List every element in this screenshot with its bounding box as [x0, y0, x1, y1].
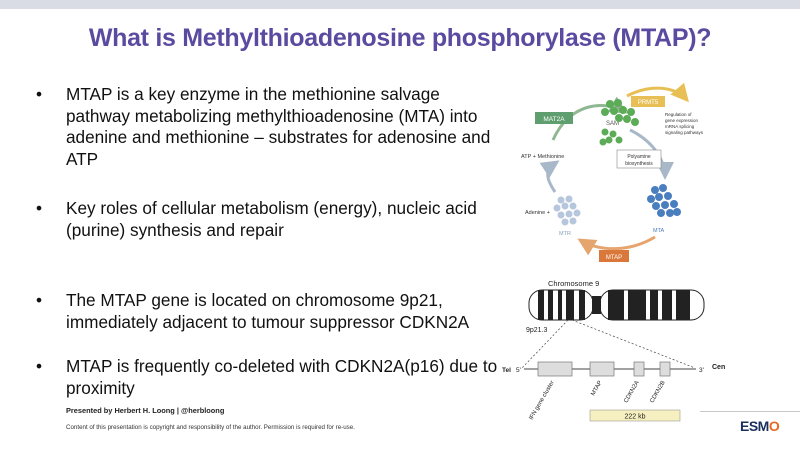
- mtr-label: MTR: [559, 231, 571, 237]
- mat2a-label: MAT2A: [543, 116, 565, 123]
- mta-label: MTA: [653, 228, 665, 234]
- regulation-line-2: gene expression: [665, 118, 699, 123]
- band-label: 9p21.3: [526, 327, 548, 334]
- atp-methionine-label: ATP + Methionine: [521, 154, 564, 160]
- gene-cdkn2b-block: [659, 361, 671, 377]
- gene-ifn-label: IFN gene cluster: [529, 380, 556, 421]
- mtap-enzyme-label: MTAP: [606, 255, 622, 261]
- esmo-logo-accent: O: [768, 418, 780, 434]
- bullet-text: MTAP is a key enzyme in the methionine s…: [66, 84, 491, 169]
- gene-cdkn2a-block: [633, 361, 645, 377]
- mtap-box: [599, 250, 629, 262]
- mtr-molecule-cluster: [553, 195, 581, 226]
- bullet-item: • The MTAP gene is located on chromosome…: [34, 290, 504, 333]
- esmo-logo: ESMO: [740, 418, 780, 434]
- gene-cdkn2a-label: CDKN2A: [623, 380, 640, 404]
- zoom-line-right: [571, 319, 696, 369]
- cycle-arc-left: [539, 160, 560, 193]
- tel-label: Tel: [502, 367, 511, 374]
- five-prime-label: 5': [516, 367, 521, 374]
- esmo-logo-main: ESM: [740, 418, 769, 434]
- top-bar: [0, 0, 800, 9]
- bullet-dot: •: [36, 290, 43, 310]
- prmt5-box: [631, 96, 665, 107]
- bullet-item: • MTAP is frequently co-deleted with CDK…: [34, 356, 504, 399]
- chromosome-9-figure: Chromosome 9 9p21.3 Tel 5' 3' Cen I: [502, 279, 705, 422]
- presenter-credit: Presented by Herbert H. Loong | @herbloo…: [66, 406, 225, 415]
- regulation-line-4: signaling pathways: [665, 130, 704, 135]
- regulation-line-1: Regulation of: [665, 112, 692, 117]
- methionine-cycle-figure: MAT2A PRMT5 Regulation of gene expressio…: [521, 82, 704, 262]
- polyamine-line-1: Polyamine: [627, 154, 651, 160]
- size-box: [589, 409, 681, 422]
- bullet-dot: •: [36, 356, 43, 376]
- slide-title: What is Methylthioadenosine phosphorylas…: [88, 24, 712, 52]
- polyamine-line-2: biosynthesis: [625, 161, 653, 167]
- mta-molecule-cluster: [647, 184, 681, 217]
- copyright-disclaimer: Content of this presentation is copyrigh…: [66, 424, 355, 431]
- bullet-text: The MTAP gene is located on chromosome 9…: [66, 290, 470, 332]
- bullet-text: Key roles of cellular metabolism (energy…: [66, 198, 477, 240]
- cycle-arc-prmt5: [626, 82, 689, 103]
- prmt5-label: PRMT5: [638, 100, 659, 106]
- zoom-line-left: [521, 319, 569, 369]
- footer-divider: [700, 411, 800, 412]
- gene-mtap-label: MTAP: [590, 380, 603, 397]
- gene-ifn-block: [537, 361, 573, 377]
- polyamine-box: [616, 149, 662, 169]
- bullet-dot: •: [36, 198, 43, 218]
- cycle-arc-bottom: [577, 235, 656, 256]
- mat2a-box: [535, 112, 573, 124]
- regulation-line-3: mRNA splicing: [665, 124, 695, 129]
- bullet-item: • MTAP is a key enzyme in the methionine…: [34, 84, 504, 170]
- cycle-arc-top: [551, 96, 628, 141]
- bullet-item: • Key roles of cellular metabolism (ener…: [34, 198, 504, 241]
- sam-molecule-cluster: [599, 99, 639, 146]
- bullet-text: MTAP is frequently co-deleted with CDKN2…: [66, 356, 498, 398]
- chromosome-body: [528, 289, 705, 321]
- cen-text: Cen: [712, 364, 726, 371]
- gene-cdkn2b-label: CDKN2B: [649, 380, 666, 404]
- gene-mtap-block: [589, 361, 615, 377]
- size-label: 222 kb: [624, 414, 645, 421]
- three-prime-label: 3': [699, 367, 704, 374]
- chromosome-label: Chromosome 9: [548, 279, 599, 288]
- bullet-dot: •: [36, 84, 43, 104]
- adenine-label: Adenine +: [525, 210, 550, 216]
- sam-label: SAM: [606, 121, 619, 127]
